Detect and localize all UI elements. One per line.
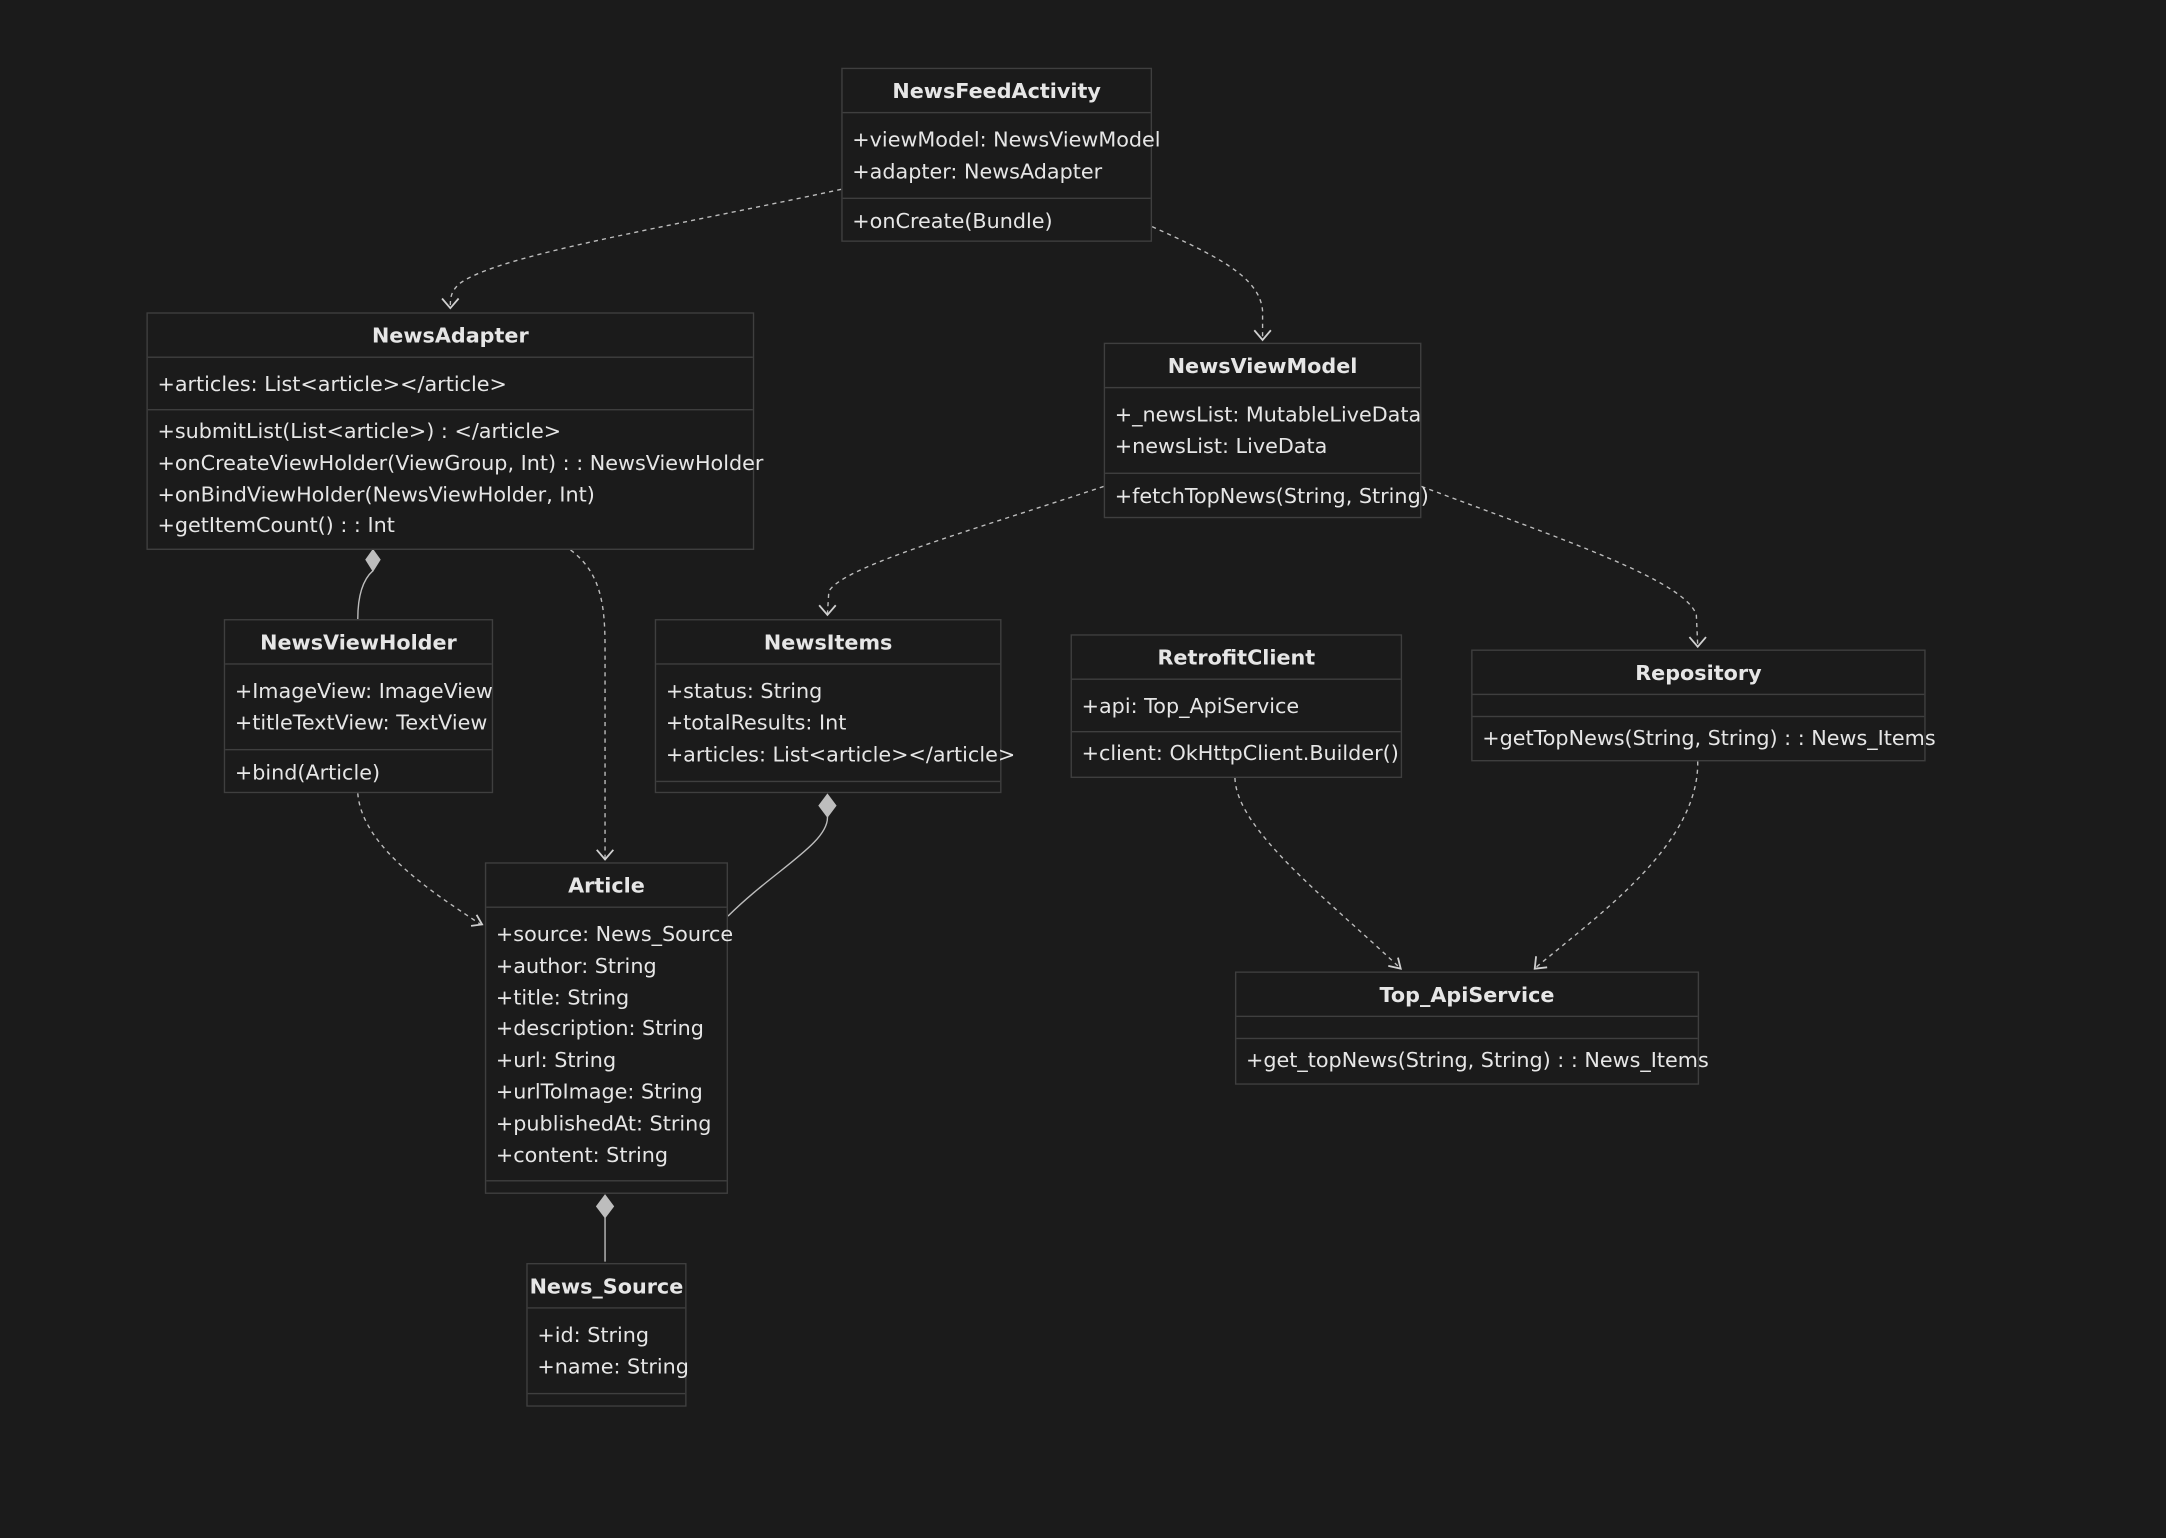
method: +onCreate(Bundle) — [852, 208, 1053, 234]
class-name: Repository — [1472, 651, 1925, 696]
attribute: +content: String — [495, 1142, 669, 1168]
class-topapiservice[interactable]: Top_ApiService +get_topNews(String, Stri… — [1234, 971, 1709, 1085]
attribute: +ImageView: ImageView — [234, 678, 493, 704]
edge-newsfeedactivity-newsviewmodel — [1151, 225, 1264, 339]
class-article[interactable]: Article +source: News_Source +author: St… — [484, 862, 734, 1194]
class-name: NewsFeedActivity — [842, 69, 1151, 114]
methods-section: +onCreate(Bundle) — [843, 199, 1151, 237]
method: +onBindViewHolder(NewsViewHolder, Int) — [157, 481, 595, 507]
methods-section: +client: OkHttpClient.Builder() — [1072, 732, 1401, 769]
attribute: +_newsList: MutableLiveData — [1114, 402, 1422, 427]
edge-newsviewmodel-repository — [1421, 485, 1699, 646]
class-name: NewsItems — [656, 620, 1001, 665]
class-name: News_Source — [527, 1264, 686, 1309]
method: +submitList(List<article>) : </article> — [157, 418, 562, 444]
attributes-section: +articles: List<article></article> — [147, 358, 753, 411]
arrowhead-topapiservice-left — [1388, 957, 1402, 970]
attributes-section: +ImageView: ImageView +titleTextView: Te… — [225, 665, 493, 751]
edge-newsfeedactivity-newsadapter — [449, 188, 842, 307]
attribute: +articles: List<article></article> — [665, 741, 1016, 767]
arrowhead-article-left — [470, 914, 484, 927]
attribute: +totalResults: Int — [665, 709, 847, 735]
methods-section: +bind(Article) — [225, 750, 492, 788]
edge-newsitems-article — [727, 816, 829, 917]
edge-newsviewholder-article — [357, 793, 482, 926]
composition-diamond-newsadapter — [365, 548, 381, 573]
methods-section: +fetchTopNews(String, String) — [1105, 474, 1429, 512]
class-retrofitclient[interactable]: RetrofitClient +api: Top_ApiService +cli… — [1070, 634, 1403, 778]
edge-newsadapter-newsviewholder — [357, 570, 374, 620]
class-name: NewsViewHolder — [225, 620, 492, 665]
attribute: +newsList: LiveData — [1114, 433, 1328, 459]
composition-diamond-newsitems — [818, 793, 837, 818]
attribute: +source: News_Source — [495, 921, 734, 947]
attribute: +viewModel: NewsViewModel — [852, 127, 1161, 153]
edge-repository-topapiservice — [1535, 761, 1699, 968]
attribute: +name: String — [537, 1353, 689, 1379]
attributes-section: +api: Top_ApiService — [1071, 680, 1401, 733]
class-name: NewsAdapter — [147, 314, 753, 358]
method: +getTopNews(String, String) : : News_Ite… — [1482, 725, 1936, 751]
attribute: +urlToImage: String — [495, 1079, 703, 1105]
attribute: +url: String — [495, 1047, 617, 1073]
composition-diamond-article — [595, 1194, 615, 1219]
attributes-section — [1472, 695, 1925, 718]
method: +getItemCount() : : Int — [157, 513, 395, 539]
attribute: +api: Top_ApiService — [1081, 693, 1300, 719]
class-newsfeedactivity[interactable]: NewsFeedActivity +viewModel: NewsViewMod… — [841, 67, 1161, 242]
edge-newsadapter-article — [570, 549, 606, 859]
arrowhead-topapiservice-right — [1533, 956, 1548, 970]
attributes-section: +id: String +name: String — [527, 1309, 689, 1395]
edge-newsviewmodel-newsitems — [826, 485, 1104, 614]
attributes-section — [1236, 1017, 1698, 1040]
attribute: +adapter: NewsAdapter — [852, 158, 1103, 184]
attributes-section: +viewModel: NewsViewModel +adapter: News… — [842, 113, 1161, 199]
attribute: +titleTextView: TextView — [234, 709, 488, 735]
methods-section: +getTopNews(String, String) : : News_Ite… — [1473, 717, 1936, 754]
attribute: +publishedAt: String — [495, 1110, 712, 1136]
attribute: +articles: List<article></article> — [157, 371, 507, 397]
arrowhead-article-top — [596, 849, 615, 861]
attributes-section: +status: String +totalResults: Int +arti… — [656, 665, 1016, 783]
class-name: NewsViewModel — [1105, 344, 1421, 389]
arrowhead-newsviewmodel — [1253, 329, 1272, 342]
attributes-section: +source: News_Source +author: String +ti… — [486, 908, 734, 1182]
class-newsviewmodel[interactable]: NewsViewModel +_newsList: MutableLiveDat… — [1103, 342, 1429, 519]
arrowhead-newsadapter — [441, 297, 460, 310]
class-name: Article — [486, 864, 727, 908]
attribute: +description: String — [495, 1016, 704, 1042]
attribute: +status: String — [665, 678, 823, 704]
edge-retrofitclient-topapiservice — [1234, 777, 1400, 968]
class-newssource[interactable]: News_Source +id: String +name: String — [526, 1263, 689, 1407]
class-name: Top_ApiService — [1236, 973, 1698, 1018]
class-newsitems[interactable]: NewsItems +status: String +totalResults:… — [654, 619, 1016, 794]
attribute: +id: String — [537, 1322, 650, 1348]
attribute: +author: String — [495, 953, 657, 979]
methods-section: +submitList(List<article>) : </article> … — [148, 410, 764, 542]
arrowhead-newsitems — [818, 604, 837, 617]
method: +get_topNews(String, String) : : News_It… — [1246, 1047, 1709, 1073]
attribute: +title: String — [495, 984, 630, 1010]
method: +client: OkHttpClient.Builder() — [1081, 740, 1399, 766]
arrowhead-repository — [1688, 636, 1707, 649]
method: +onCreateViewHolder(ViewGroup, Int) : : … — [157, 450, 764, 476]
method: +fetchTopNews(String, String) — [1114, 483, 1429, 509]
methods-section: +get_topNews(String, String) : : News_It… — [1236, 1039, 1709, 1076]
class-name: RetrofitClient — [1071, 636, 1401, 680]
class-newsviewholder[interactable]: NewsViewHolder +ImageView: ImageView +ti… — [223, 619, 494, 794]
class-repository[interactable]: Repository +getTopNews(String, String) :… — [1471, 649, 1936, 762]
class-newsadapter[interactable]: NewsAdapter +articles: List<article></ar… — [146, 312, 764, 550]
attributes-section: +_newsList: MutableLiveData +newsList: L… — [1105, 388, 1422, 474]
method: +bind(Article) — [234, 760, 381, 785]
